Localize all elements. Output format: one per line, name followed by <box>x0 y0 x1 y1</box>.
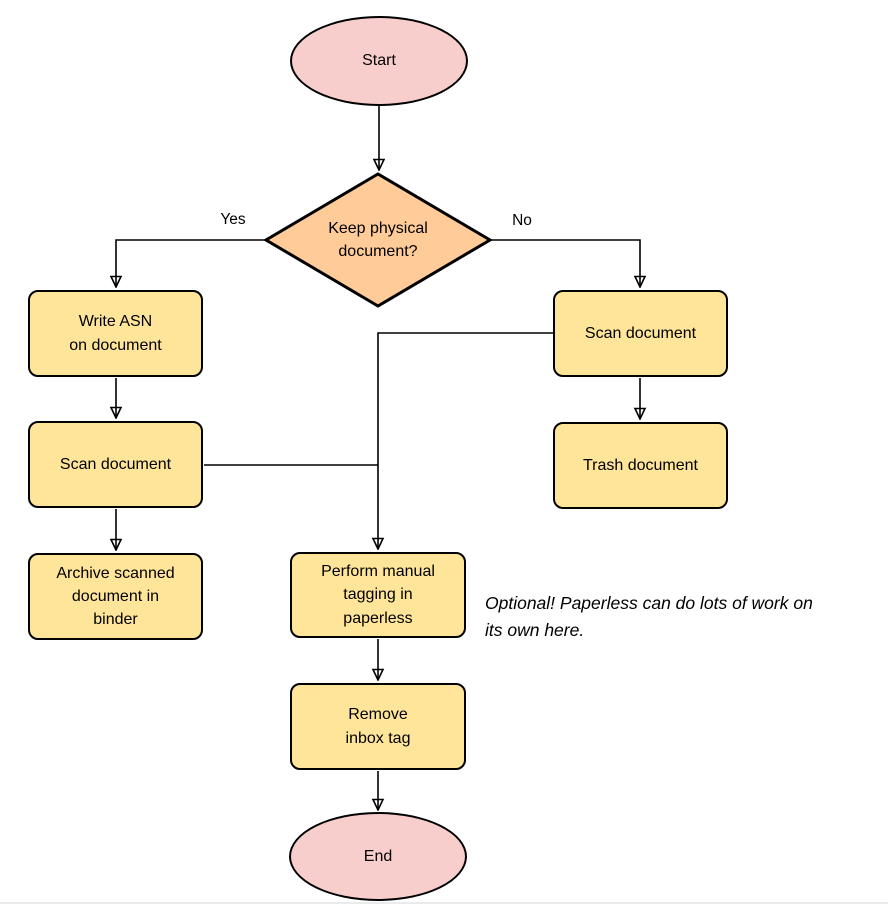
node-scan-document-left-label: Scan document <box>59 455 172 473</box>
node-write-asn: Write ASN on document <box>28 290 203 377</box>
bottom-divider <box>0 902 888 904</box>
node-remove-inbox-tag: Remove inbox tag <box>290 683 466 770</box>
edge-label-no: No <box>496 212 548 230</box>
node-remove-inbox-tag-label: Remove inbox tag <box>345 706 411 747</box>
node-start: Start <box>290 16 468 106</box>
node-manual-tagging: Perform manual tagging in paperless <box>290 552 466 638</box>
node-decision: Keep physical document? <box>263 171 493 309</box>
optional-note: Optional! Paperless can do lots of work … <box>485 593 813 640</box>
node-end-label: End <box>363 847 393 865</box>
node-decision-label: Keep physical document? <box>328 219 428 260</box>
node-manual-tagging-label: Perform manual tagging in paperless <box>321 563 435 627</box>
edge-label-yes: Yes <box>202 211 264 229</box>
node-write-asn-label: Write ASN on document <box>69 313 162 354</box>
node-trash-document: Trash document <box>553 422 728 509</box>
node-start-label: Start <box>362 52 396 70</box>
node-trash-document-label: Trash document <box>582 456 698 474</box>
node-scan-document-right-label: Scan document <box>584 324 697 342</box>
node-archive-binder: Archive scanned document in binder <box>28 553 203 640</box>
decision-diamond-shape <box>263 172 493 308</box>
edge-scan-right-tagging <box>378 332 553 549</box>
node-end: End <box>289 812 467 901</box>
node-scan-document-right: Scan document <box>553 290 728 377</box>
node-scan-document-left: Scan document <box>28 421 203 508</box>
node-archive-binder-label: Archive scanned document in binder <box>56 564 175 629</box>
edge-decision-yes-write-asn <box>116 239 266 287</box>
edge-decision-no-scan-right <box>489 239 640 287</box>
